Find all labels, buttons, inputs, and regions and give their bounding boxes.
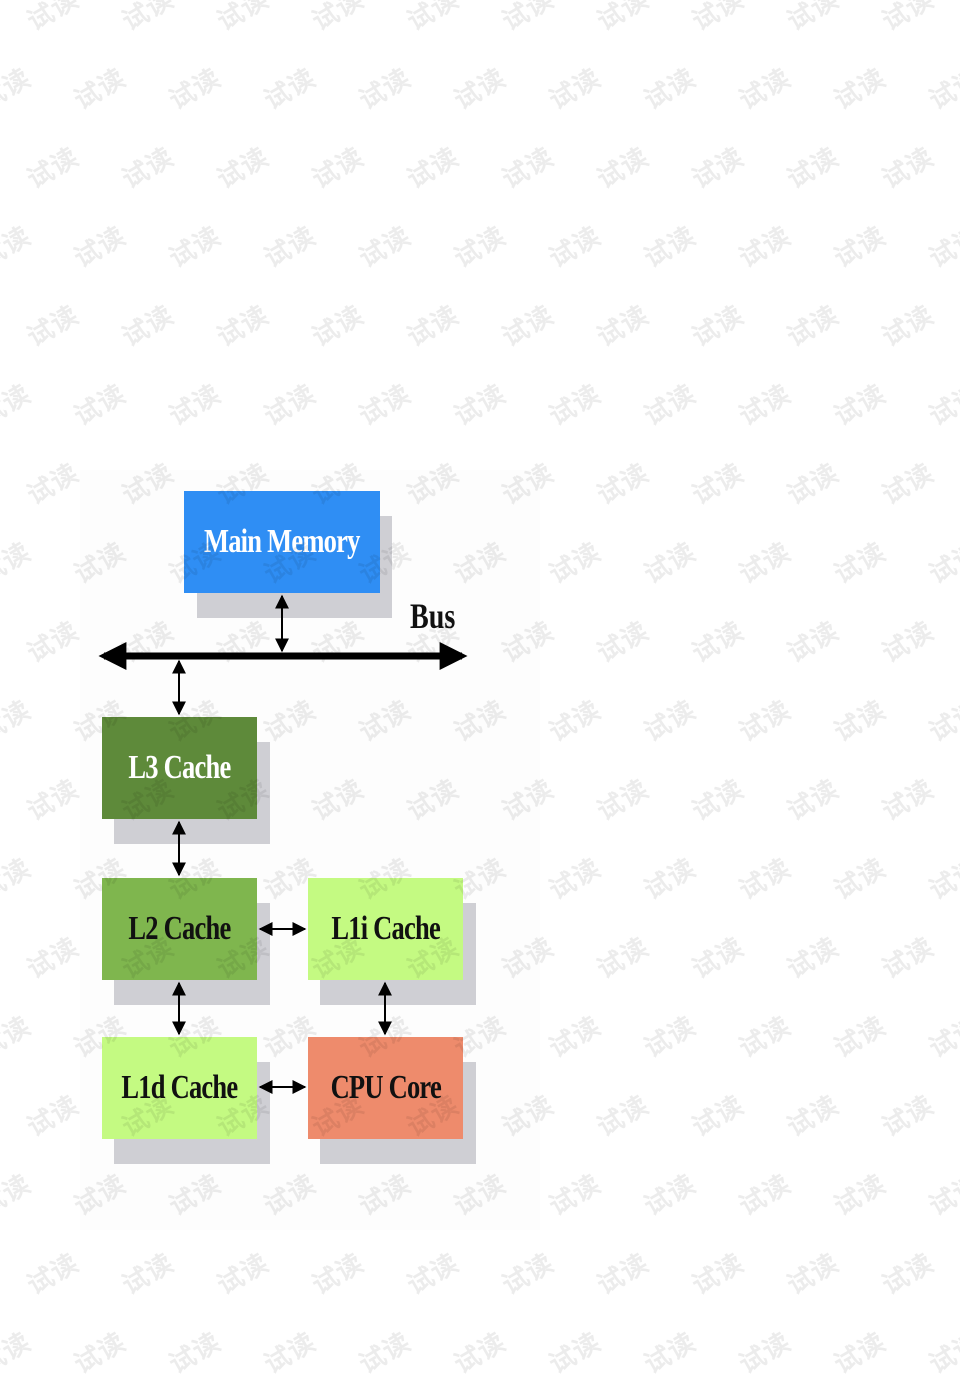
l3-cache-node: L3 Cache — [102, 717, 257, 819]
main-memory-node: Main Memory — [184, 491, 380, 593]
bus-label: Bus — [410, 595, 468, 637]
cpu-core-label: CPU Core — [330, 1069, 441, 1106]
l1d-cache-label: L1d Cache — [121, 1069, 238, 1106]
l2-cache-node: L2 Cache — [102, 878, 257, 980]
l3-cache-label: L3 Cache — [128, 749, 231, 786]
l2-cache-label: L2 Cache — [128, 910, 231, 947]
l1i-cache-node: L1i Cache — [308, 878, 463, 980]
cpu-core-node: CPU Core — [308, 1037, 463, 1139]
main-memory-label: Main Memory — [204, 523, 360, 560]
l1d-cache-node: L1d Cache — [102, 1037, 257, 1139]
bus-label-text: Bus — [410, 596, 456, 636]
l1i-cache-label: L1i Cache — [331, 910, 440, 947]
